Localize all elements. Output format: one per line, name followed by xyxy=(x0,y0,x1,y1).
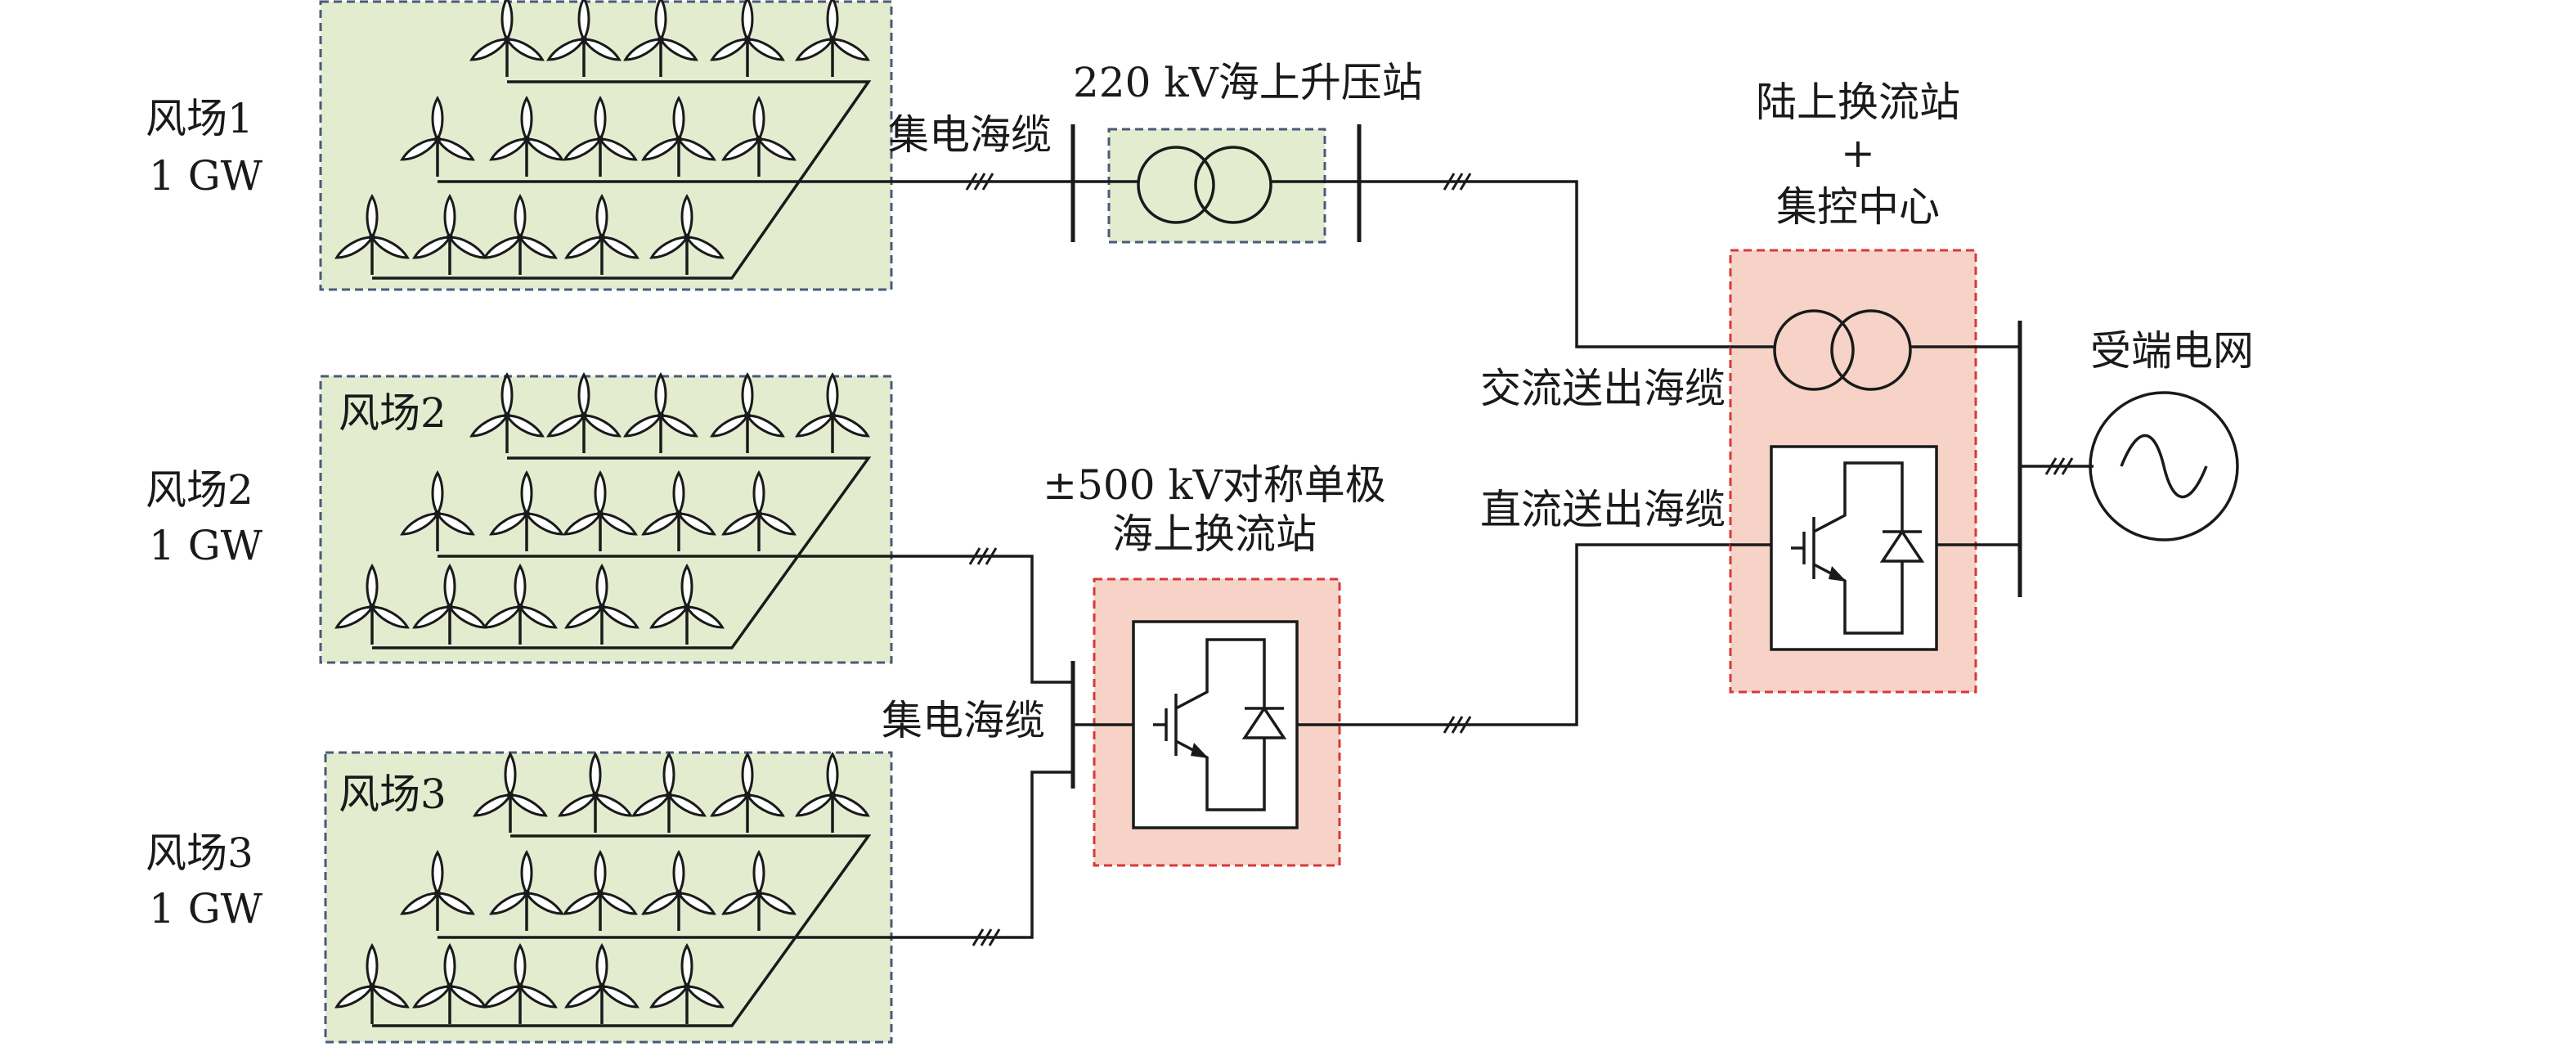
collector-cable-label-mid: 集电海缆 xyxy=(882,697,1045,744)
farm-2-box-label: 风场2 xyxy=(339,389,447,437)
wind-farm-2: 风场2 xyxy=(319,373,893,664)
ac-substation-label: 220 kV海上升压站 xyxy=(1073,59,1423,106)
dc-station-label-line2: 海上换流站 xyxy=(1112,510,1317,558)
wind-farm-3: 风场3 xyxy=(324,751,893,1044)
onshore-converter-station xyxy=(1729,249,2020,694)
transformer-icon xyxy=(1137,146,1215,224)
dc-station-label-line1: ±500 kV对称单极 xyxy=(1043,461,1386,509)
farm-3-capacity: 1 GW xyxy=(149,885,263,932)
receiving-grid-label: 受端电网 xyxy=(2090,327,2254,375)
ac-source-icon xyxy=(2089,391,2239,541)
farm-3-box-label: 风场3 xyxy=(339,771,447,818)
onshore-station-label-line3: 集控中心 xyxy=(1776,183,1940,231)
wind-farm-1 xyxy=(319,0,893,291)
transformer-icon xyxy=(1773,309,1855,391)
farm-3-name: 风场3 xyxy=(146,829,254,877)
onshore-station-label-line1: 陆上换流站 xyxy=(1756,79,1960,126)
ac-export-cable-label: 交流送出海缆 xyxy=(1480,365,1726,412)
farm-1-capacity: 1 GW xyxy=(149,152,263,200)
onshore-station-label-line2: + xyxy=(1841,129,1875,177)
ac-substation xyxy=(1073,128,1359,244)
dc-export-cable-label: 直流送出海缆 xyxy=(1480,486,1726,533)
farm-2-capacity: 1 GW xyxy=(149,522,263,569)
collector-cable-label-top: 集电海缆 xyxy=(888,111,1052,159)
offshore-dc-converter xyxy=(1073,577,1341,867)
farm-1-name: 风场1 xyxy=(146,95,254,142)
farm-2-name: 风场2 xyxy=(146,466,254,514)
